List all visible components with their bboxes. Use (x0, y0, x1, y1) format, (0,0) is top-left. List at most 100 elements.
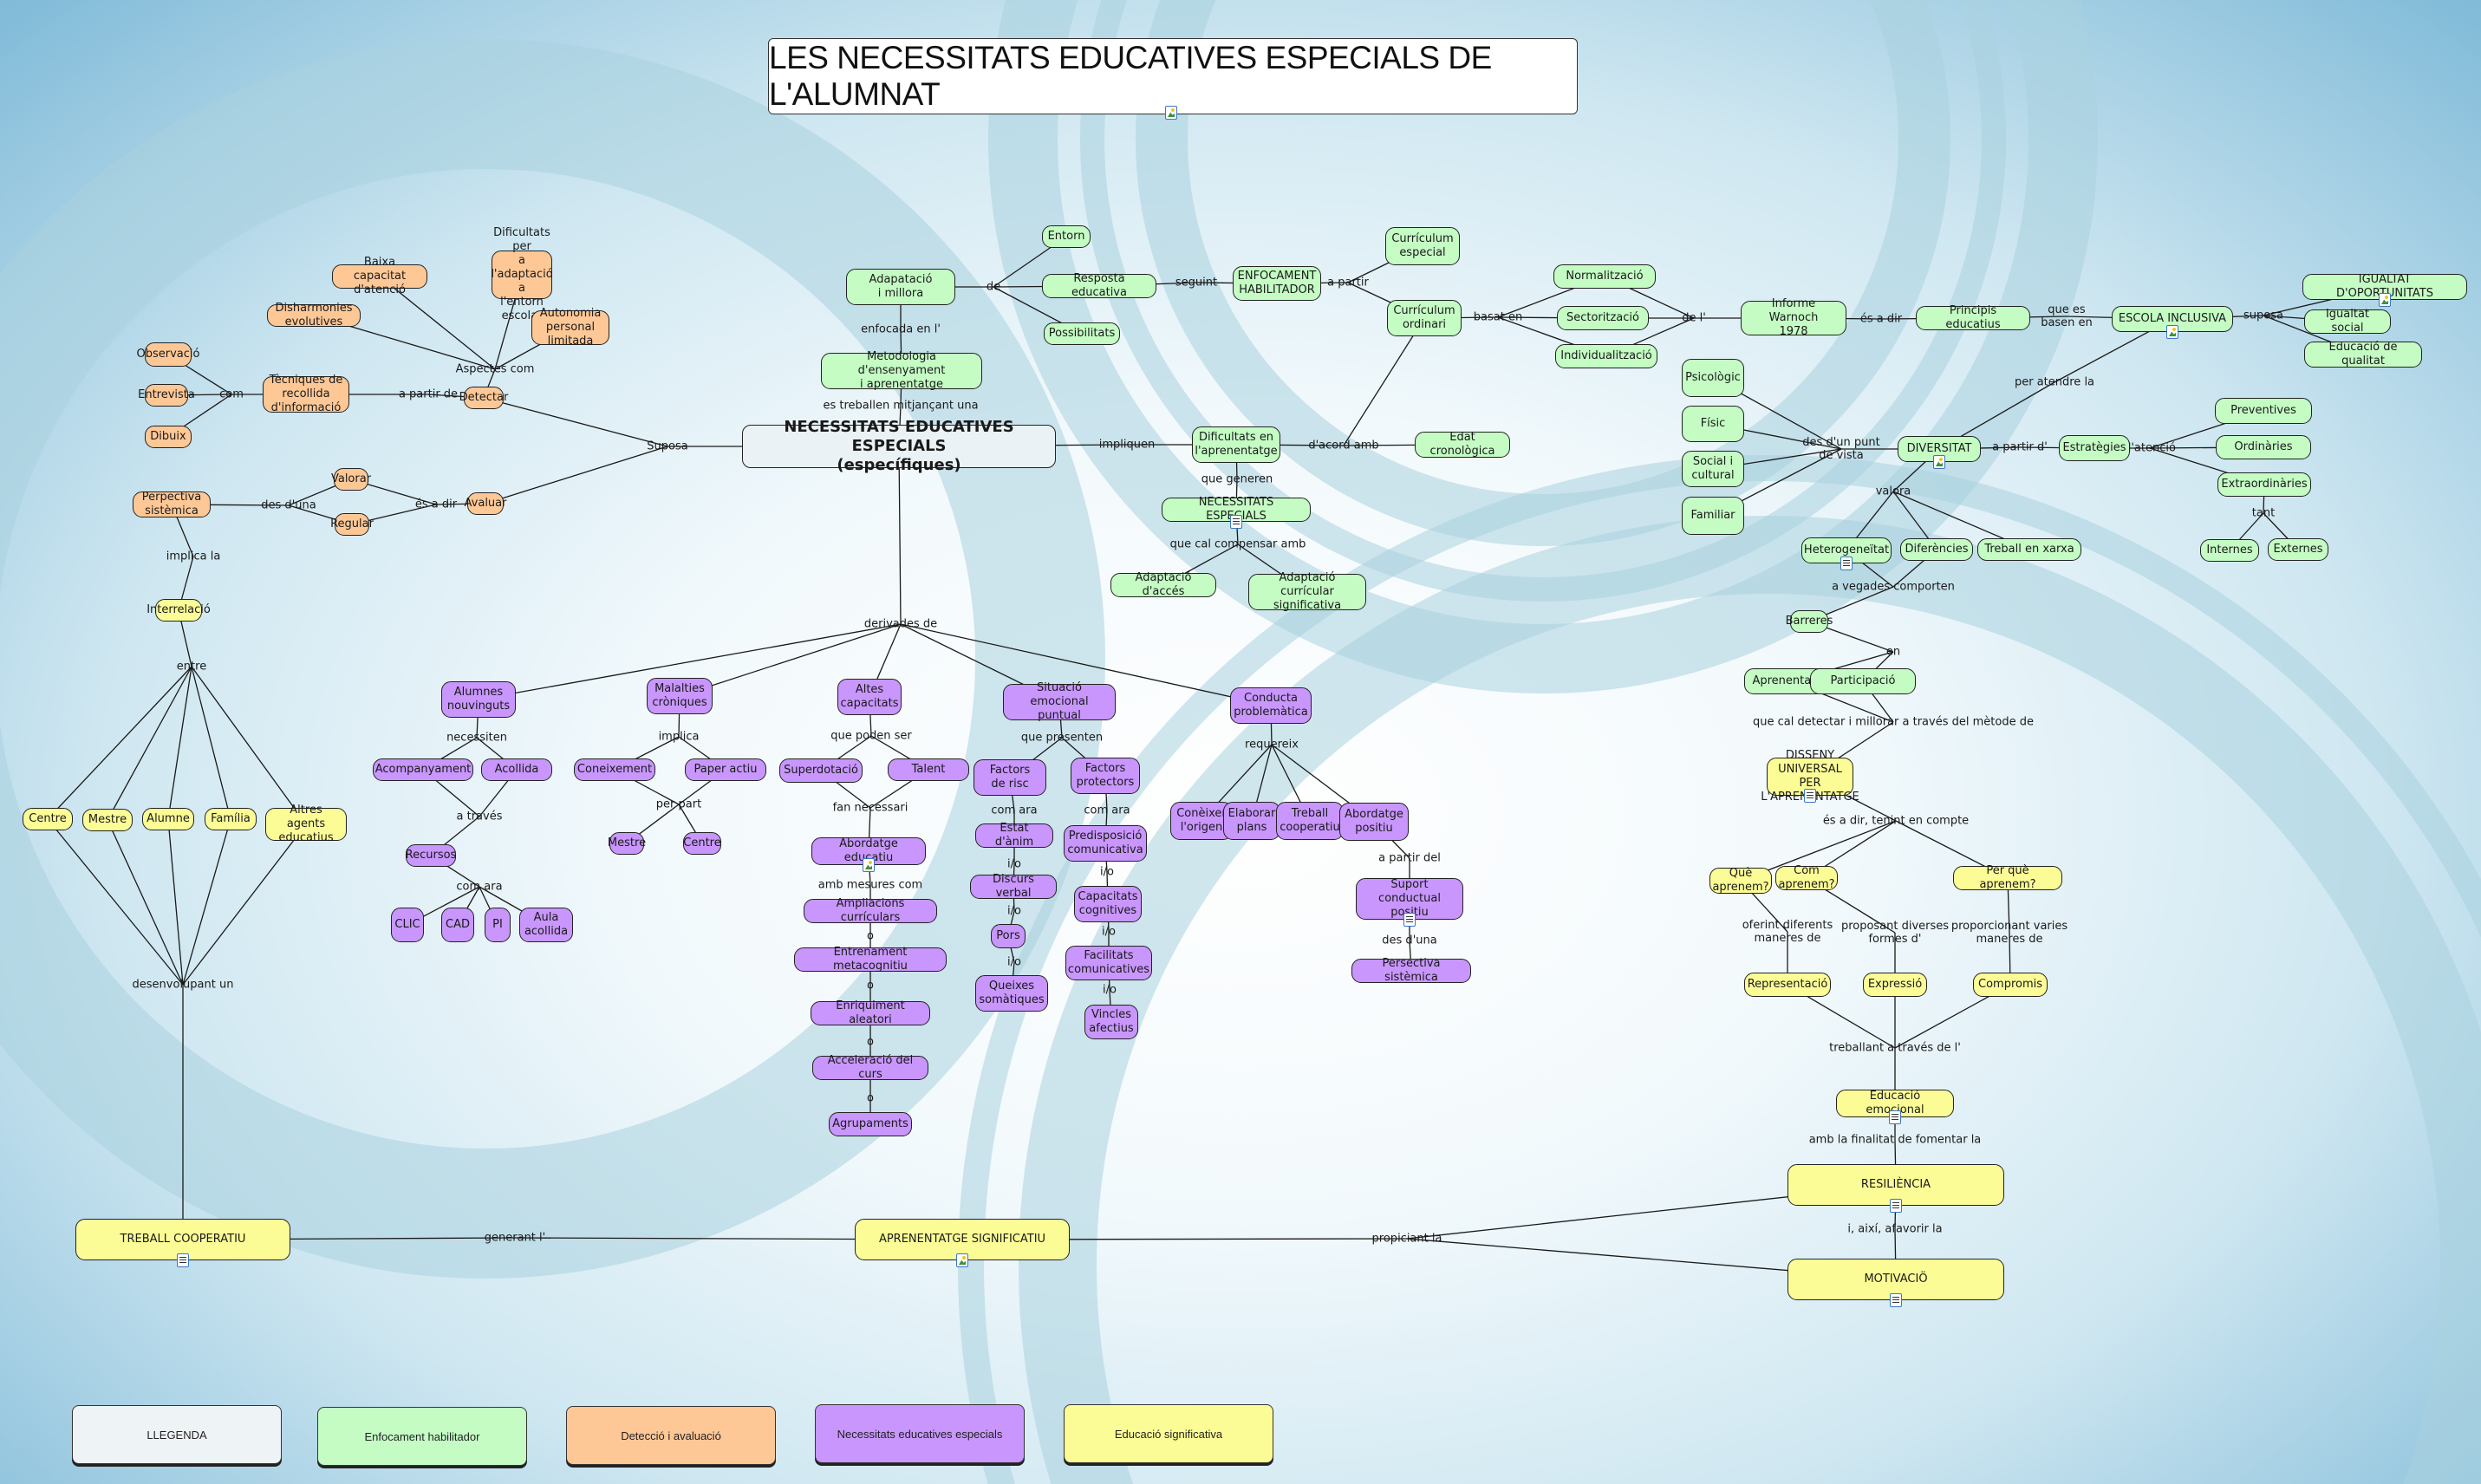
image-attachment-icon[interactable] (956, 1253, 968, 1267)
concept-edat[interactable]: Edat cronològica (1415, 431, 1510, 458)
concept-entorn[interactable]: Entorn (1042, 225, 1091, 248)
concept-baixa-capacitat[interactable]: Baixa capacitat d'atenció (332, 256, 427, 296)
concept-perque[interactable]: Per què aprenem? (1953, 864, 2062, 891)
concept-discurs[interactable]: Discurs verbal (970, 873, 1057, 900)
concept-barreres[interactable]: Barreres (1786, 610, 1833, 633)
concept-compromis[interactable]: Compromis (1973, 973, 2048, 997)
concept-externes[interactable]: Externes (2268, 538, 2328, 561)
document-attachment-icon[interactable] (1890, 1199, 1902, 1213)
concept-estat[interactable]: Estat d'ànim (975, 822, 1053, 849)
concept-disharmonies[interactable]: Disharmonies evolutives (267, 302, 361, 329)
concept-talent[interactable]: Talent (888, 758, 969, 781)
concept-elaborar[interactable]: Elaborar plans (1223, 802, 1280, 840)
concept-warnoch[interactable]: Informe Warnoch 1978 (1741, 297, 1846, 338)
concept-expressio[interactable]: Expressió (1863, 973, 1927, 997)
concept-pi[interactable]: PI (485, 908, 511, 942)
concept-alumne[interactable]: Alumne (142, 808, 194, 830)
document-attachment-icon[interactable] (177, 1253, 189, 1267)
concept-adaptacio-acces[interactable]: Adaptació d'accés (1110, 571, 1216, 598)
concept-superdotacio[interactable]: Superdotació (779, 758, 863, 783)
concept-dificultats-adaptacio[interactable]: Dificultats per a l'adaptació a l'entorn… (491, 226, 553, 322)
concept-alumnes-nouvinguts[interactable]: Alumnes nouvinguts (441, 681, 516, 718)
document-attachment-icon[interactable] (1804, 789, 1816, 803)
concept-predisposicio[interactable]: Predisposició comunicativa (1064, 825, 1147, 862)
image-attachment-icon[interactable] (2379, 293, 2391, 307)
concept-conducta[interactable]: Conducta problemàtica (1230, 687, 1312, 724)
concept-acompanyament[interactable]: Acompanyament (373, 758, 473, 781)
concept-observacio[interactable]: Observació (137, 342, 200, 367)
concept-curriculum-especial[interactable]: Currículum especial (1385, 227, 1460, 265)
concept-agrupaments[interactable]: Agrupaments (829, 1112, 912, 1136)
concept-cad[interactable]: CAD (441, 908, 474, 942)
concept-clic[interactable]: CLIC (391, 908, 424, 942)
concept-principis[interactable]: Principis educatius (1916, 304, 2030, 331)
concept-ordinaries[interactable]: Ordinàries (2216, 435, 2311, 459)
concept-igualtat-social[interactable]: Igualtat social (2304, 308, 2391, 335)
concept-abordatge-positiu[interactable]: Abordatge positiu (1339, 803, 1409, 841)
concept-treball-coop2[interactable]: Treball cooperatiu (1276, 802, 1344, 840)
concept-paper[interactable]: Paper actiu (685, 758, 766, 781)
concept-curriculum-ordinari[interactable]: Currículum ordinari (1387, 300, 1462, 336)
concept-acollida[interactable]: Acollida (481, 758, 552, 781)
concept-regular[interactable]: Regular (330, 513, 374, 536)
concept-facilitats[interactable]: Facilitats comunicatives (1065, 946, 1152, 980)
concept-fisic[interactable]: Físic (1682, 406, 1744, 442)
concept-vincles[interactable]: Vincles afectius (1084, 1005, 1138, 1039)
concept-protectors[interactable]: Factors protectors (1071, 758, 1140, 794)
document-attachment-icon[interactable] (1890, 1293, 1902, 1307)
concept-queixes[interactable]: Queixes somàtiques (975, 975, 1048, 1012)
concept-situacio[interactable]: Situació emocional puntual (1003, 681, 1116, 722)
concept-preventives[interactable]: Preventives (2215, 398, 2312, 424)
concept-altes[interactable]: Altes capacitats (837, 679, 902, 715)
concept-participacio[interactable]: Participació (1810, 668, 1916, 694)
image-attachment-icon[interactable] (2166, 325, 2178, 339)
concept-enriquiment[interactable]: Enriquiment aleatori (811, 999, 930, 1026)
image-attachment-icon[interactable] (1933, 455, 1945, 469)
concept-risc[interactable]: Factors de risc (974, 759, 1046, 796)
concept-dificultats[interactable]: Dificultats en l'aprenentatge (1192, 426, 1280, 463)
concept-internes[interactable]: Internes (2200, 539, 2259, 562)
concept-adaptacio-millora[interactable]: Adapatació i millora (846, 269, 955, 305)
document-attachment-icon[interactable] (1889, 1110, 1901, 1124)
concept-metodologia[interactable]: Metodologia d'ensenyament i aprenentatge (821, 350, 982, 391)
image-attachment-icon[interactable] (863, 858, 875, 872)
concept-familia[interactable]: Família (205, 808, 257, 830)
concept-educacio-qualitat[interactable]: Educació de qualitat (2304, 341, 2422, 368)
concept-interrelacio[interactable]: Interrelació (147, 599, 211, 622)
concept-mestre2[interactable]: Mestre (608, 832, 646, 855)
concept-estrategies[interactable]: Estratègies (2059, 435, 2130, 461)
concept-nee-main[interactable]: NECESSITATS EDUCATIVES ESPECIALS (especí… (742, 418, 1056, 474)
concept-ampliacions[interactable]: Ampliacions currículars (804, 897, 937, 924)
concept-tecniques[interactable]: Tècniques de recollida d'informació (263, 374, 349, 414)
concept-treball-xarxa[interactable]: Treball en xarxa (1977, 538, 2081, 561)
concept-acceleracio[interactable]: Acceleració del curs (812, 1054, 928, 1081)
concept-perspectiva[interactable]: Perpectiva sistèmica (133, 491, 211, 517)
concept-avaluar[interactable]: Avaluar (465, 492, 506, 515)
concept-psicologic[interactable]: Psicològic (1682, 359, 1744, 397)
concept-valorar[interactable]: Valorar (331, 468, 371, 491)
concept-pors[interactable]: Pors (991, 924, 1026, 948)
concept-recursos[interactable]: Recursos (406, 844, 456, 867)
document-attachment-icon[interactable] (1230, 515, 1242, 529)
concept-que[interactable]: Què aprenem? (1709, 867, 1772, 894)
concept-com[interactable]: Com aprenem? (1775, 864, 1838, 891)
concept-aula[interactable]: Aula acollida (519, 908, 573, 942)
concept-adaptacio-curricular[interactable]: Adaptació currícular significativa (1248, 571, 1366, 612)
concept-dibuix[interactable]: Dibuix (145, 426, 192, 448)
concept-enfocament[interactable]: ENFOCAMENT HABILITADOR (1233, 266, 1321, 301)
concept-entrevista[interactable]: Entrevista (138, 384, 195, 407)
concept-possibilitats[interactable]: Possibilitats (1044, 322, 1120, 345)
concept-representacio[interactable]: Representació (1744, 973, 1831, 997)
concept-individualitzacio[interactable]: Individualització (1555, 344, 1657, 368)
concept-mestre[interactable]: Mestre (82, 809, 133, 831)
concept-diferencies[interactable]: Diferències (1900, 538, 1973, 561)
concept-sectoritzacio[interactable]: Sectorització (1557, 306, 1649, 330)
concept-entrenament[interactable]: Entrenament metacognitiu (794, 946, 947, 973)
concept-altres[interactable]: Altres agents educatius (265, 804, 347, 844)
concept-centre2[interactable]: Centre (683, 832, 721, 855)
document-attachment-icon[interactable] (1403, 913, 1416, 927)
concept-malalties[interactable]: Malalties cròniques (647, 678, 713, 714)
image-attachment-icon[interactable] (1165, 106, 1177, 120)
concept-capacitats[interactable]: Capacitats cognitives (1074, 886, 1142, 922)
concept-extraordinaries[interactable]: Extraordinàries (2217, 472, 2311, 497)
